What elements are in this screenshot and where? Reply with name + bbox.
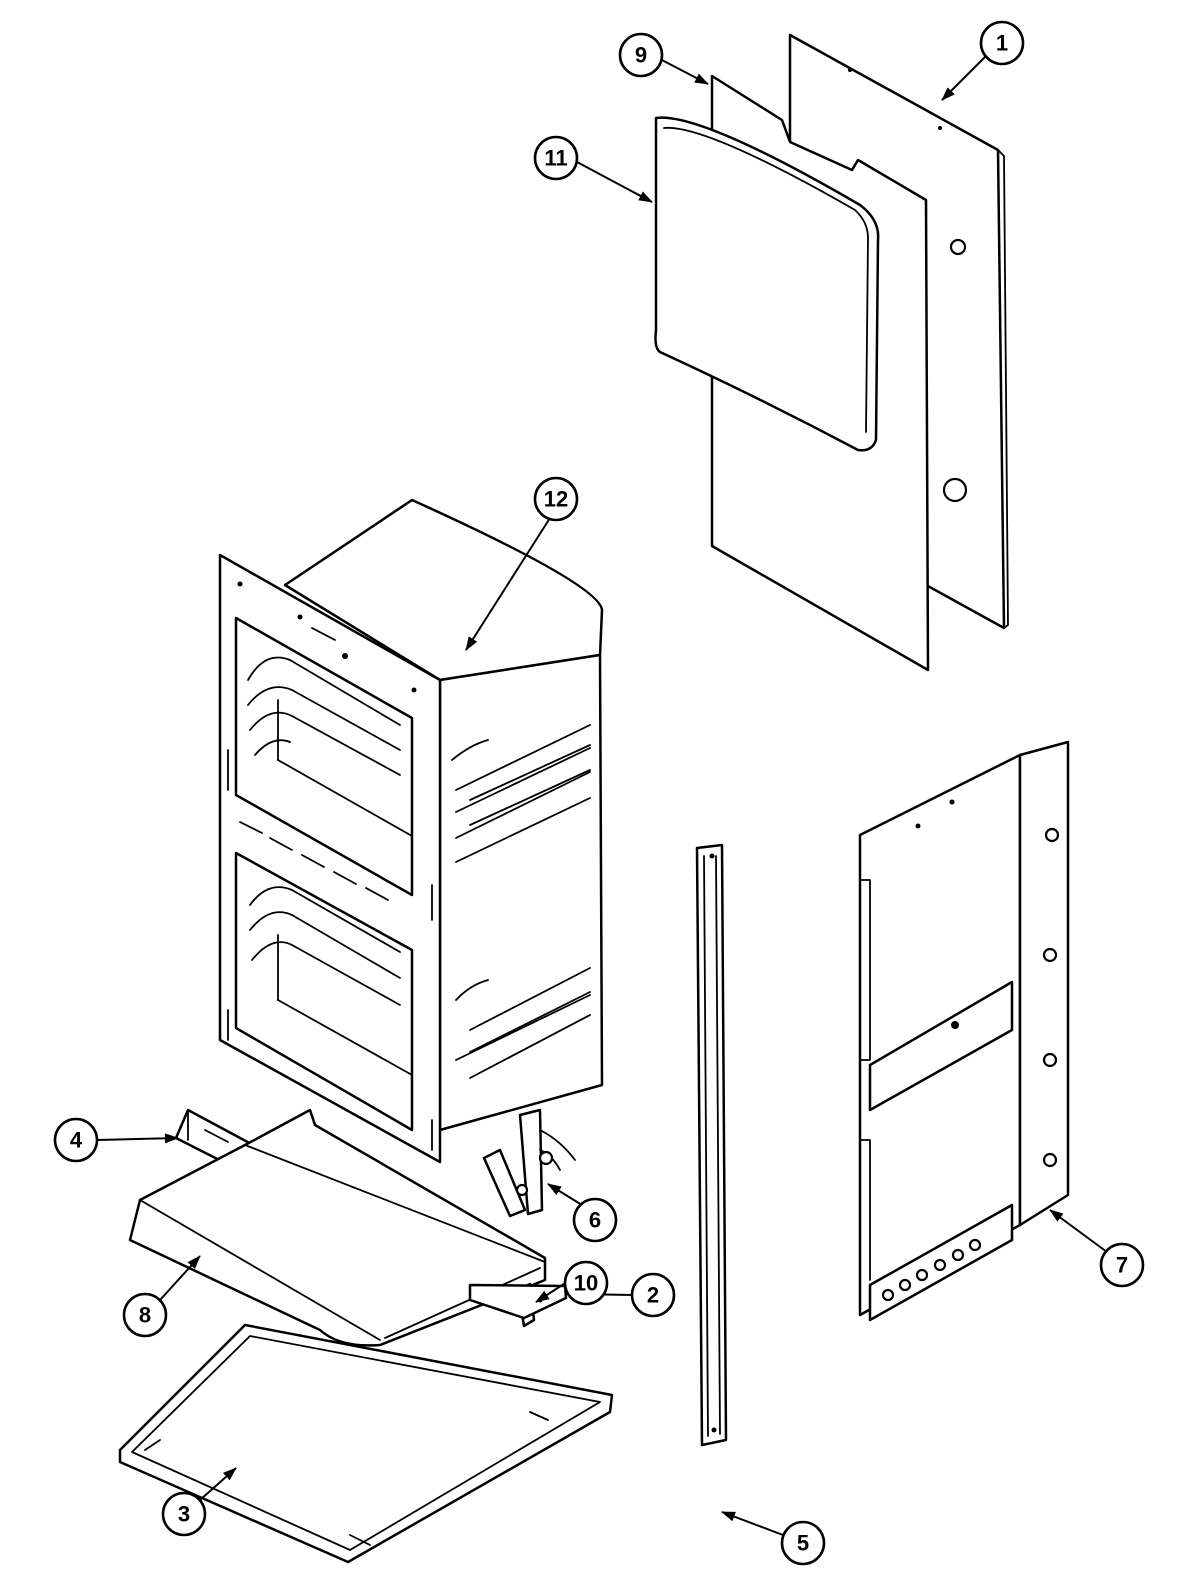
callout-label: 4	[70, 1128, 83, 1153]
callout-11: 11	[533, 135, 579, 181]
callout-label: 12	[544, 487, 568, 512]
callout-9: 9	[618, 32, 664, 78]
support-rail-part-2	[468, 1283, 568, 1320]
callout-label: 6	[589, 1208, 601, 1233]
oven-cabinet-frame	[218, 498, 604, 1164]
callout-3: 3	[161, 1491, 207, 1537]
trim-strip-part-5	[695, 843, 728, 1447]
callout-label: 1	[996, 31, 1008, 56]
leader-lines	[96, 54, 1108, 1536]
callout-label: 10	[574, 1271, 598, 1296]
callout-label: 5	[797, 1531, 809, 1556]
callout-label: 8	[139, 1303, 151, 1328]
callout-10: 10	[563, 1260, 609, 1306]
callout-2: 2	[630, 1272, 676, 1318]
callout-label: 2	[647, 1283, 659, 1308]
callout-7: 7	[1099, 1242, 1145, 1288]
callout-5: 5	[780, 1520, 826, 1566]
callout-8: 8	[122, 1292, 168, 1338]
callout-label: 9	[635, 43, 647, 68]
callout-4: 4	[53, 1117, 99, 1163]
callout-6: 6	[572, 1197, 618, 1243]
callout-label: 3	[178, 1502, 190, 1527]
bottom-pan-part-3	[118, 1323, 614, 1564]
bottom-tray-part-8	[128, 1108, 547, 1347]
callout-1: 1	[979, 20, 1025, 66]
callout-12: 12	[533, 476, 579, 522]
insulation-blanket-part-11	[654, 116, 880, 452]
callout-label: 11	[544, 146, 567, 171]
side-panel-part-7	[858, 740, 1070, 1322]
door-hinge-part-6	[482, 1108, 576, 1218]
callout-label: 7	[1116, 1253, 1128, 1278]
